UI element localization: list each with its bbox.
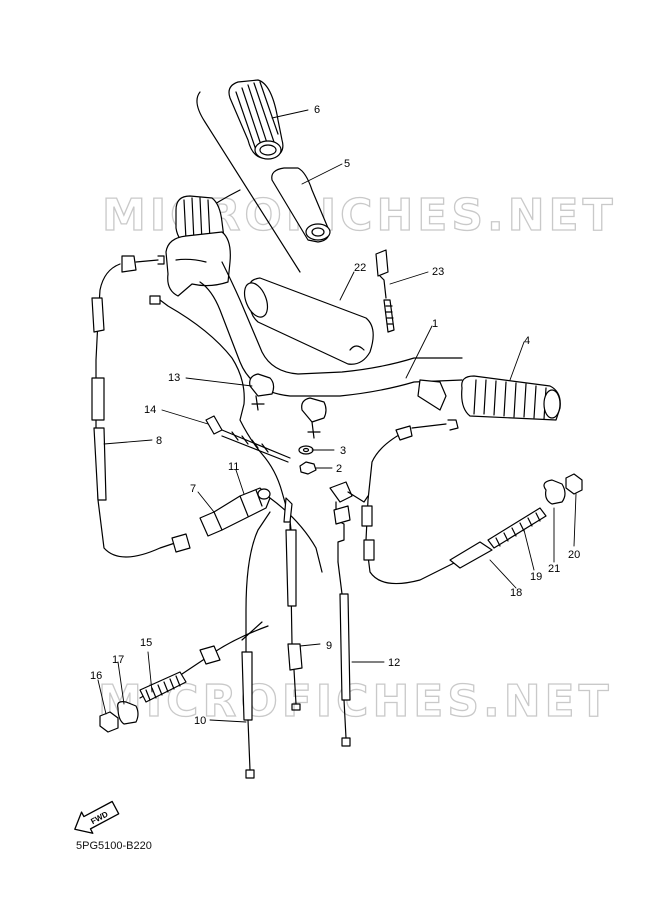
callout-1: 1 bbox=[432, 318, 438, 330]
callout-16: 16 bbox=[90, 670, 102, 682]
callout-10: 10 bbox=[194, 715, 206, 727]
fwd-arrow: FWD bbox=[74, 800, 120, 834]
cable-8 bbox=[91, 255, 191, 558]
callout-13: 13 bbox=[168, 372, 180, 384]
callout-12: 12 bbox=[388, 657, 400, 669]
washer bbox=[298, 445, 314, 455]
callout-11: 11 bbox=[228, 461, 239, 473]
cable-12 bbox=[329, 481, 369, 747]
handlebar bbox=[199, 261, 463, 411]
cable-junction bbox=[199, 487, 271, 537]
callout-20: 20 bbox=[568, 549, 580, 561]
cable-18 bbox=[361, 419, 461, 585]
cable-9 bbox=[285, 523, 303, 711]
handlebar-pad bbox=[243, 277, 374, 365]
callout-7: 7 bbox=[190, 483, 196, 495]
nut-16 bbox=[99, 711, 119, 733]
callout-14: 14 bbox=[144, 404, 156, 416]
cable-11 bbox=[149, 295, 323, 573]
callout-21: 21 bbox=[548, 563, 560, 575]
callout-2: 2 bbox=[336, 463, 342, 475]
callout-labels: 6 5 22 23 1 4 13 14 3 2 8 11 7 9 12 15 1… bbox=[90, 104, 580, 727]
throttle-tube bbox=[271, 167, 331, 243]
leader-lines bbox=[97, 109, 577, 723]
pad-strap bbox=[375, 249, 395, 333]
cable-10 bbox=[241, 511, 271, 779]
cap-17 bbox=[117, 701, 139, 725]
right-grip bbox=[461, 375, 561, 421]
callout-4: 4 bbox=[524, 335, 530, 347]
callout-19: 19 bbox=[530, 571, 542, 583]
callout-8: 8 bbox=[156, 435, 162, 447]
nut bbox=[299, 461, 317, 475]
cap-21 bbox=[543, 479, 566, 505]
left-switch-housing bbox=[165, 231, 231, 297]
callout-22: 22 bbox=[354, 262, 366, 274]
callout-17: 17 bbox=[112, 654, 124, 666]
nut-20 bbox=[565, 473, 583, 495]
callout-3: 3 bbox=[340, 445, 346, 457]
callout-23: 23 bbox=[432, 266, 444, 278]
adjuster-15 bbox=[139, 625, 269, 703]
throttle-grip bbox=[228, 79, 284, 160]
diagram-code: 5PG5100-B220 bbox=[76, 840, 152, 852]
handlebar-holders bbox=[249, 373, 327, 439]
callout-18: 18 bbox=[510, 587, 522, 599]
cable-band bbox=[205, 415, 291, 463]
callout-5: 5 bbox=[344, 158, 350, 170]
callout-9: 9 bbox=[326, 640, 332, 652]
adjuster-19 bbox=[449, 507, 547, 569]
callout-15: 15 bbox=[140, 637, 152, 649]
callout-6: 6 bbox=[314, 104, 320, 116]
